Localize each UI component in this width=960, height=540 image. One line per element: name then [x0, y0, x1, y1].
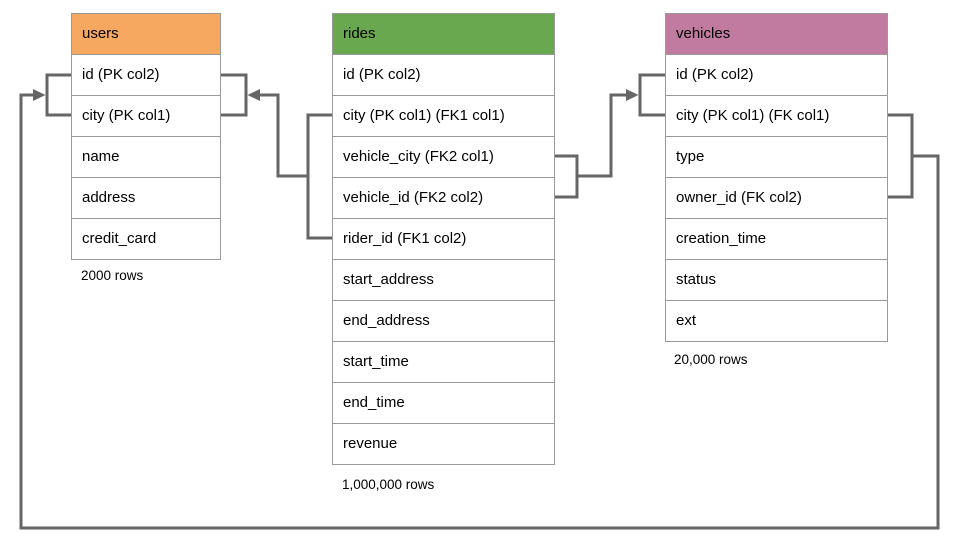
- table-rides-column-row: city (PK col1) (FK1 col1): [333, 96, 554, 137]
- table-users-column-row: name: [72, 137, 220, 178]
- table-users-column-row: id (PK col2): [72, 55, 220, 96]
- table-rides-column-row: vehicle_id (FK2 col2): [333, 178, 554, 219]
- table-vehicles-column-row: id (PK col2): [666, 55, 887, 96]
- table-users-rowcount: 2000 rows: [81, 268, 144, 283]
- rides-right-bracket: [555, 154, 579, 199]
- table-vehicles-column-row: ext: [666, 301, 887, 341]
- table-rides-column-row: rider_id (FK1 col2): [333, 219, 554, 260]
- table-rides-column-row: revenue: [333, 424, 554, 464]
- rides-left-bracket: [306, 113, 332, 240]
- table-rides-rowcount: 1,000,000 rows: [342, 477, 435, 492]
- arrow-into-users-right-icon: [247, 89, 260, 101]
- table-vehicles-column-row: creation_time: [666, 219, 887, 260]
- table-vehicles: vehicles id (PK col2) city (PK col1) (FK…: [665, 13, 888, 342]
- arrow-into-vehicles-left-icon: [626, 89, 639, 101]
- table-users-column-row: city (PK col1): [72, 96, 220, 137]
- arrow-into-users-left-icon: [33, 89, 46, 101]
- users-left-bracket: [45, 73, 71, 117]
- rides-to-users-line: [259, 93, 308, 178]
- table-rides-column-row: start_address: [333, 260, 554, 301]
- table-rides-column-row: end_address: [333, 301, 554, 342]
- table-users-header: users: [72, 14, 220, 55]
- table-vehicles-header: vehicles: [666, 14, 887, 55]
- rides-to-vehicles-line: [577, 93, 626, 178]
- vehicles-right-bracket: [888, 113, 914, 199]
- table-rides-column-row: vehicle_city (FK2 col1): [333, 137, 554, 178]
- table-vehicles-column-row: type: [666, 137, 887, 178]
- table-users: users id (PK col2) city (PK col1) name a…: [71, 13, 221, 260]
- vehicles-left-bracket: [638, 73, 665, 117]
- table-rides-column-row: start_time: [333, 342, 554, 383]
- table-vehicles-column-row: status: [666, 260, 887, 301]
- table-vehicles-column-row: city (PK col1) (FK col1): [666, 96, 887, 137]
- users-right-bracket: [221, 73, 248, 117]
- table-vehicles-column-row: owner_id (FK col2): [666, 178, 887, 219]
- table-users-column-row: address: [72, 178, 220, 219]
- table-users-column-row: credit_card: [72, 219, 220, 259]
- table-rides: rides id (PK col2) city (PK col1) (FK1 c…: [332, 13, 555, 465]
- table-vehicles-rowcount: 20,000 rows: [674, 352, 748, 367]
- table-rides-header: rides: [333, 14, 554, 55]
- table-rides-column-row: id (PK col2): [333, 55, 554, 96]
- table-rides-column-row: end_time: [333, 383, 554, 424]
